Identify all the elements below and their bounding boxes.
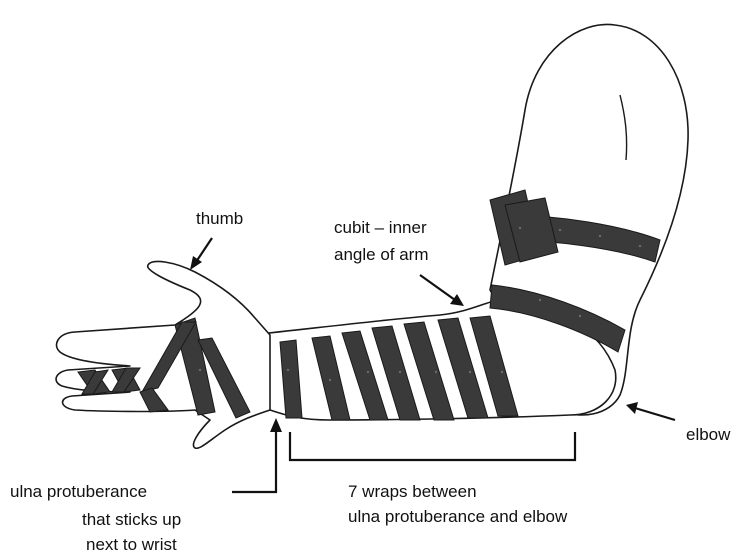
thumb-arrow <box>196 238 212 262</box>
label-cubit-line1: cubit – inner <box>334 218 427 237</box>
label-wraps-line1: 7 wraps between <box>348 482 477 501</box>
ulna-arrowhead <box>270 418 282 432</box>
cubit-arrow <box>420 275 455 300</box>
wraps-bracket <box>290 432 575 460</box>
label-thumb: thumb <box>196 209 243 228</box>
label-ulna-line2: that sticks up <box>82 510 181 529</box>
ulna-arrow <box>232 428 276 492</box>
label-elbow: elbow <box>686 425 731 444</box>
label-ulna-line1: ulna protuberance <box>10 482 147 501</box>
label-wraps-line2: ulna protuberance and elbow <box>348 507 568 526</box>
cubit-arrowhead <box>450 294 464 306</box>
label-cubit-line2: angle of arm <box>334 245 429 264</box>
thumb-arrowhead <box>190 256 202 270</box>
elbow-arrow <box>635 408 675 420</box>
label-ulna-line3: next to wrist <box>86 535 177 554</box>
elbow-arrowhead <box>626 402 638 414</box>
